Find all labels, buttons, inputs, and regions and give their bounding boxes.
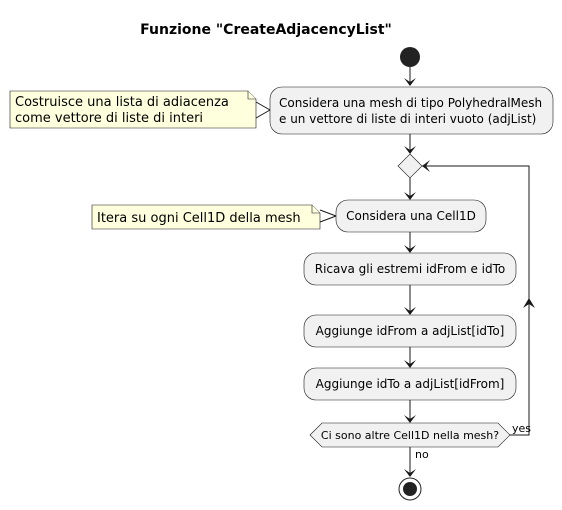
arrowhead — [404, 192, 416, 200]
note-cell-text: Itera su ogni Cell1D della mesh — [97, 211, 301, 226]
arrowhead — [404, 360, 416, 368]
note-mesh: Costruisce una lista di adiacenza come v… — [9, 90, 271, 129]
note-mesh-line2: come vettore di liste di interi — [15, 111, 203, 126]
arrowhead — [404, 146, 416, 154]
activity-consider-mesh-line1: Considera una mesh di tipo PolyhedralMes… — [279, 96, 542, 110]
start-node — [400, 47, 420, 67]
activity-add-idto-text: Aggiunge idTo a adjList[idFrom] — [316, 377, 505, 391]
activity-consider-mesh-line2: e un vettore di liste di interi vuoto (a… — [279, 112, 536, 126]
decision-more-cells: Ci sono altre Cell1D nella mesh? — [309, 422, 511, 448]
activity-get-endpoints-text: Ricava gli estremi idFrom e idTo — [315, 262, 506, 276]
end-node — [398, 477, 422, 501]
activity-consider-cell-text: Considera una Cell1D — [346, 209, 476, 223]
activity-add-idto: Aggiunge idTo a adjList[idFrom] — [303, 367, 517, 401]
note-cell: Itera su ogni Cell1D della mesh — [91, 204, 337, 230]
arrowhead — [422, 160, 430, 172]
arrowhead — [404, 307, 416, 315]
activity-consider-cell: Considera una Cell1D — [335, 199, 487, 233]
diagram-title: Funzione "CreateAdjacencyList" — [140, 22, 392, 38]
decision-question: Ci sono altre Cell1D nella mesh? — [321, 429, 499, 442]
arrowhead — [404, 78, 416, 86]
activity-add-idfrom-text: Aggiunge idFrom a adjList[idTo] — [316, 324, 505, 338]
decision-no-label: no — [415, 448, 429, 461]
activity-add-idfrom: Aggiunge idFrom a adjList[idTo] — [303, 314, 517, 348]
arrowhead — [404, 245, 416, 253]
merge-diamond — [397, 153, 423, 179]
arrowhead — [404, 469, 416, 477]
arrowhead — [404, 415, 416, 423]
decision-yes-label: yes — [512, 422, 531, 435]
activity-get-endpoints: Ricava gli estremi idFrom e idTo — [303, 252, 517, 286]
arrowhead-loop-mid — [523, 298, 535, 308]
activity-consider-mesh: Considera una mesh di tipo PolyhedralMes… — [269, 86, 554, 135]
note-mesh-line1: Costruisce una lista di adiacenza — [15, 95, 229, 110]
